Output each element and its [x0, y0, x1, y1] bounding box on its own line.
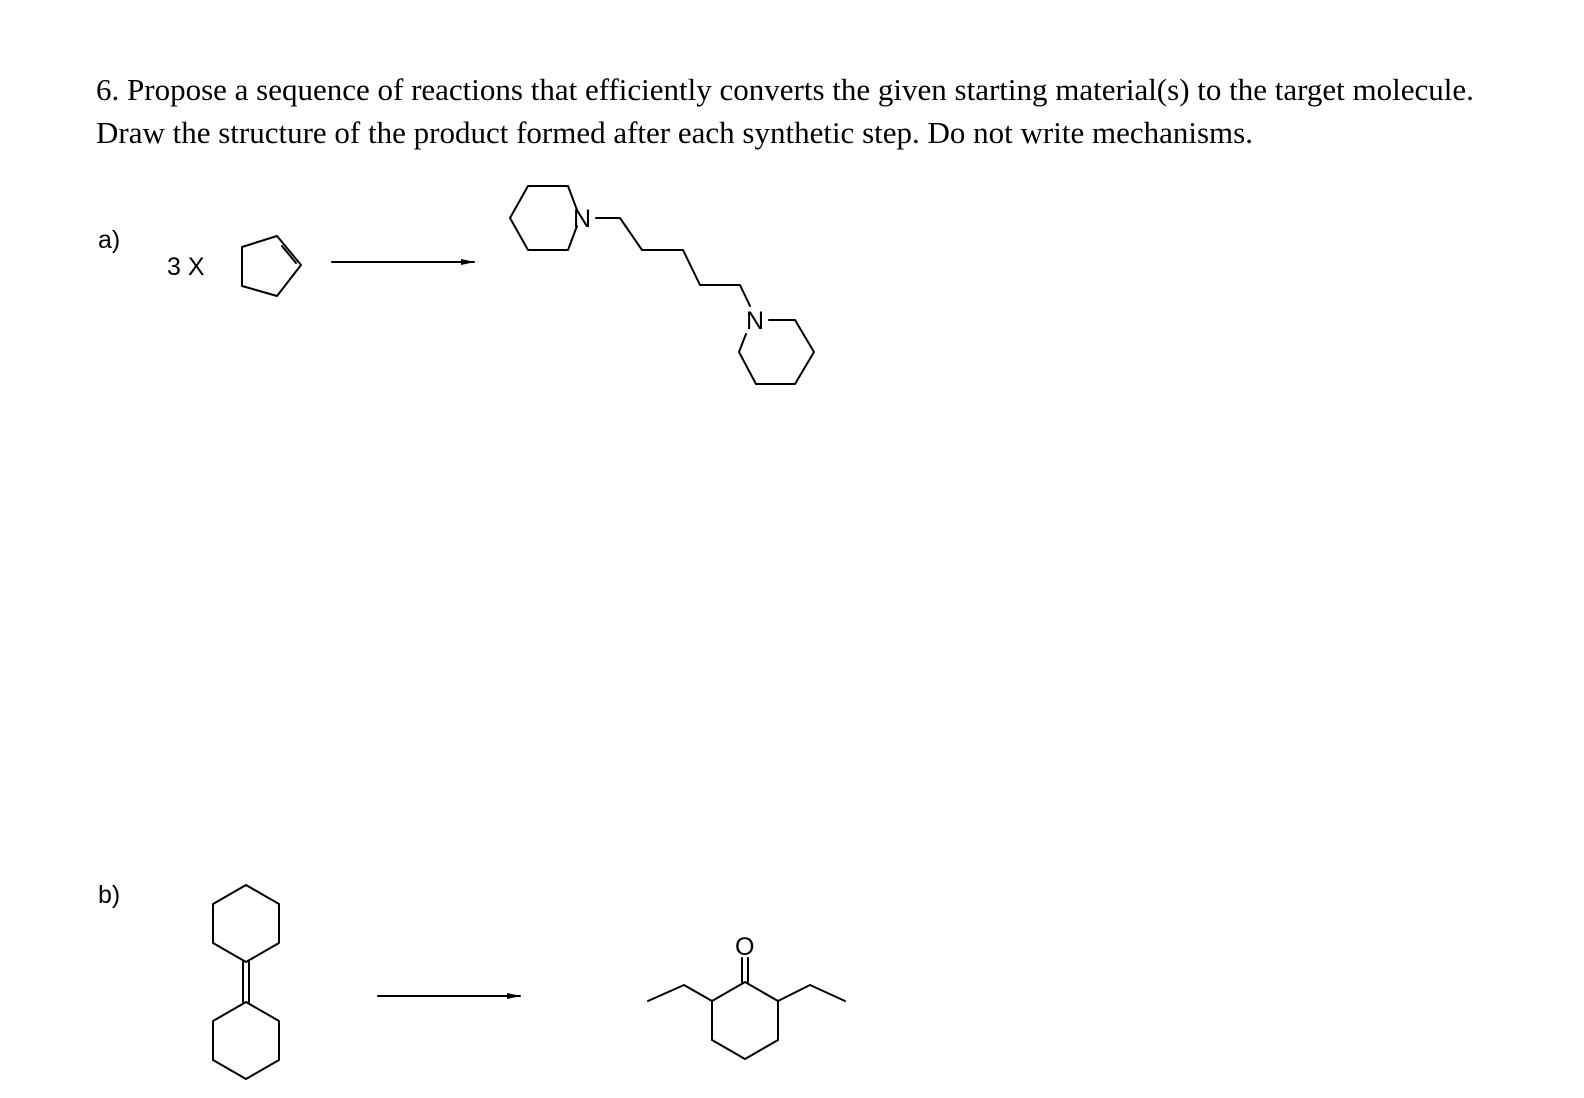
- part-b-label: b): [98, 881, 121, 909]
- nitrogen-atom-1: N: [573, 205, 591, 233]
- nitrogen-atom-2: N: [746, 307, 764, 335]
- question-line-1: 6. Propose a sequence of reactions that …: [96, 72, 1474, 107]
- product-b-structure: O: [647, 933, 846, 1060]
- oxygen-atom: O: [735, 933, 754, 961]
- question-text: 6. Propose a sequence of reactions that …: [96, 68, 1556, 154]
- product-a-structure: N N: [509, 185, 815, 385]
- reactant-multiplier: 3 X: [167, 253, 205, 281]
- cyclopentene-structure: [241, 235, 302, 297]
- bicyclohexylidene-structure: [212, 884, 280, 1080]
- part-a-label: a): [98, 226, 121, 254]
- question-line-2: Draw the structure of the product formed…: [96, 115, 1253, 150]
